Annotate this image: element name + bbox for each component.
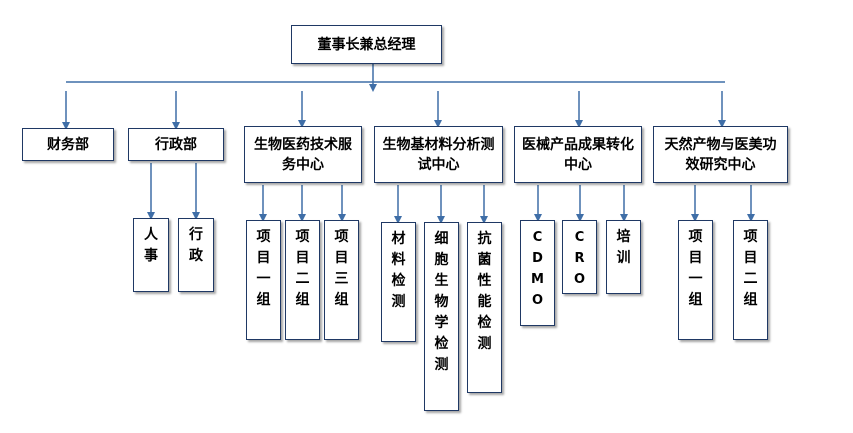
sub-label: 材料检测 bbox=[391, 231, 406, 310]
dept-natural-products: 天然产物与医美功效研究中心 bbox=[653, 126, 788, 183]
sub-cdmo: CDMO bbox=[520, 220, 555, 326]
sub-label: 项目一组 bbox=[688, 229, 703, 308]
dept-label: 生物基材料分析测试中心 bbox=[382, 136, 495, 173]
sub-cro: CRO bbox=[562, 220, 597, 294]
sub-biomed-group-3: 项目三组 bbox=[324, 220, 359, 340]
dept-label: 医械产品成果转化中心 bbox=[522, 136, 634, 173]
sub-label: 项目二组 bbox=[743, 229, 758, 308]
dept-label: 天然产物与医美功效研究中心 bbox=[664, 136, 777, 173]
sub-cell-biology-testing: 细胞生物学检测 bbox=[424, 222, 459, 411]
sub-admin: 行政 bbox=[178, 218, 214, 292]
sub-label: 抗菌性能检测 bbox=[477, 231, 492, 352]
ceo-label: 董事长兼总经理 bbox=[317, 36, 416, 53]
dept-admin: 行政部 bbox=[128, 128, 224, 161]
sub-material-testing: 材料检测 bbox=[381, 222, 416, 342]
sub-hr: 人事 bbox=[133, 218, 169, 292]
sub-antibacterial-testing: 抗菌性能检测 bbox=[467, 222, 502, 393]
sub-label: 培训 bbox=[616, 229, 631, 266]
dept-finance: 财务部 bbox=[22, 128, 114, 161]
sub-label: 细胞生物学检测 bbox=[434, 231, 449, 373]
sub-biomed-group-1: 项目一组 bbox=[246, 220, 281, 340]
dept-device-transfer: 医械产品成果转化中心 bbox=[514, 126, 642, 183]
sub-biomed-group-2: 项目二组 bbox=[285, 220, 320, 340]
ceo-box: 董事长兼总经理 bbox=[291, 25, 442, 64]
sub-label: CRO bbox=[573, 230, 586, 287]
dept-label: 生物医药技术服务中心 bbox=[254, 136, 352, 173]
sub-label: CDMO bbox=[531, 230, 544, 308]
sub-label: 人事 bbox=[144, 227, 158, 264]
dept-biomed-service: 生物医药技术服务中心 bbox=[244, 126, 362, 183]
sub-label: 项目三组 bbox=[334, 229, 349, 308]
sub-label: 行政 bbox=[189, 227, 203, 264]
dept-biomaterial-testing: 生物基材料分析测试中心 bbox=[374, 126, 503, 183]
sub-natural-group-1: 项目一组 bbox=[678, 220, 713, 340]
sub-label: 项目一组 bbox=[256, 229, 271, 308]
sub-training: 培训 bbox=[606, 220, 641, 294]
dept-label: 财务部 bbox=[47, 136, 89, 153]
dept-label: 行政部 bbox=[155, 136, 197, 153]
sub-natural-group-2: 项目二组 bbox=[733, 220, 768, 340]
sub-label: 项目二组 bbox=[295, 229, 310, 308]
